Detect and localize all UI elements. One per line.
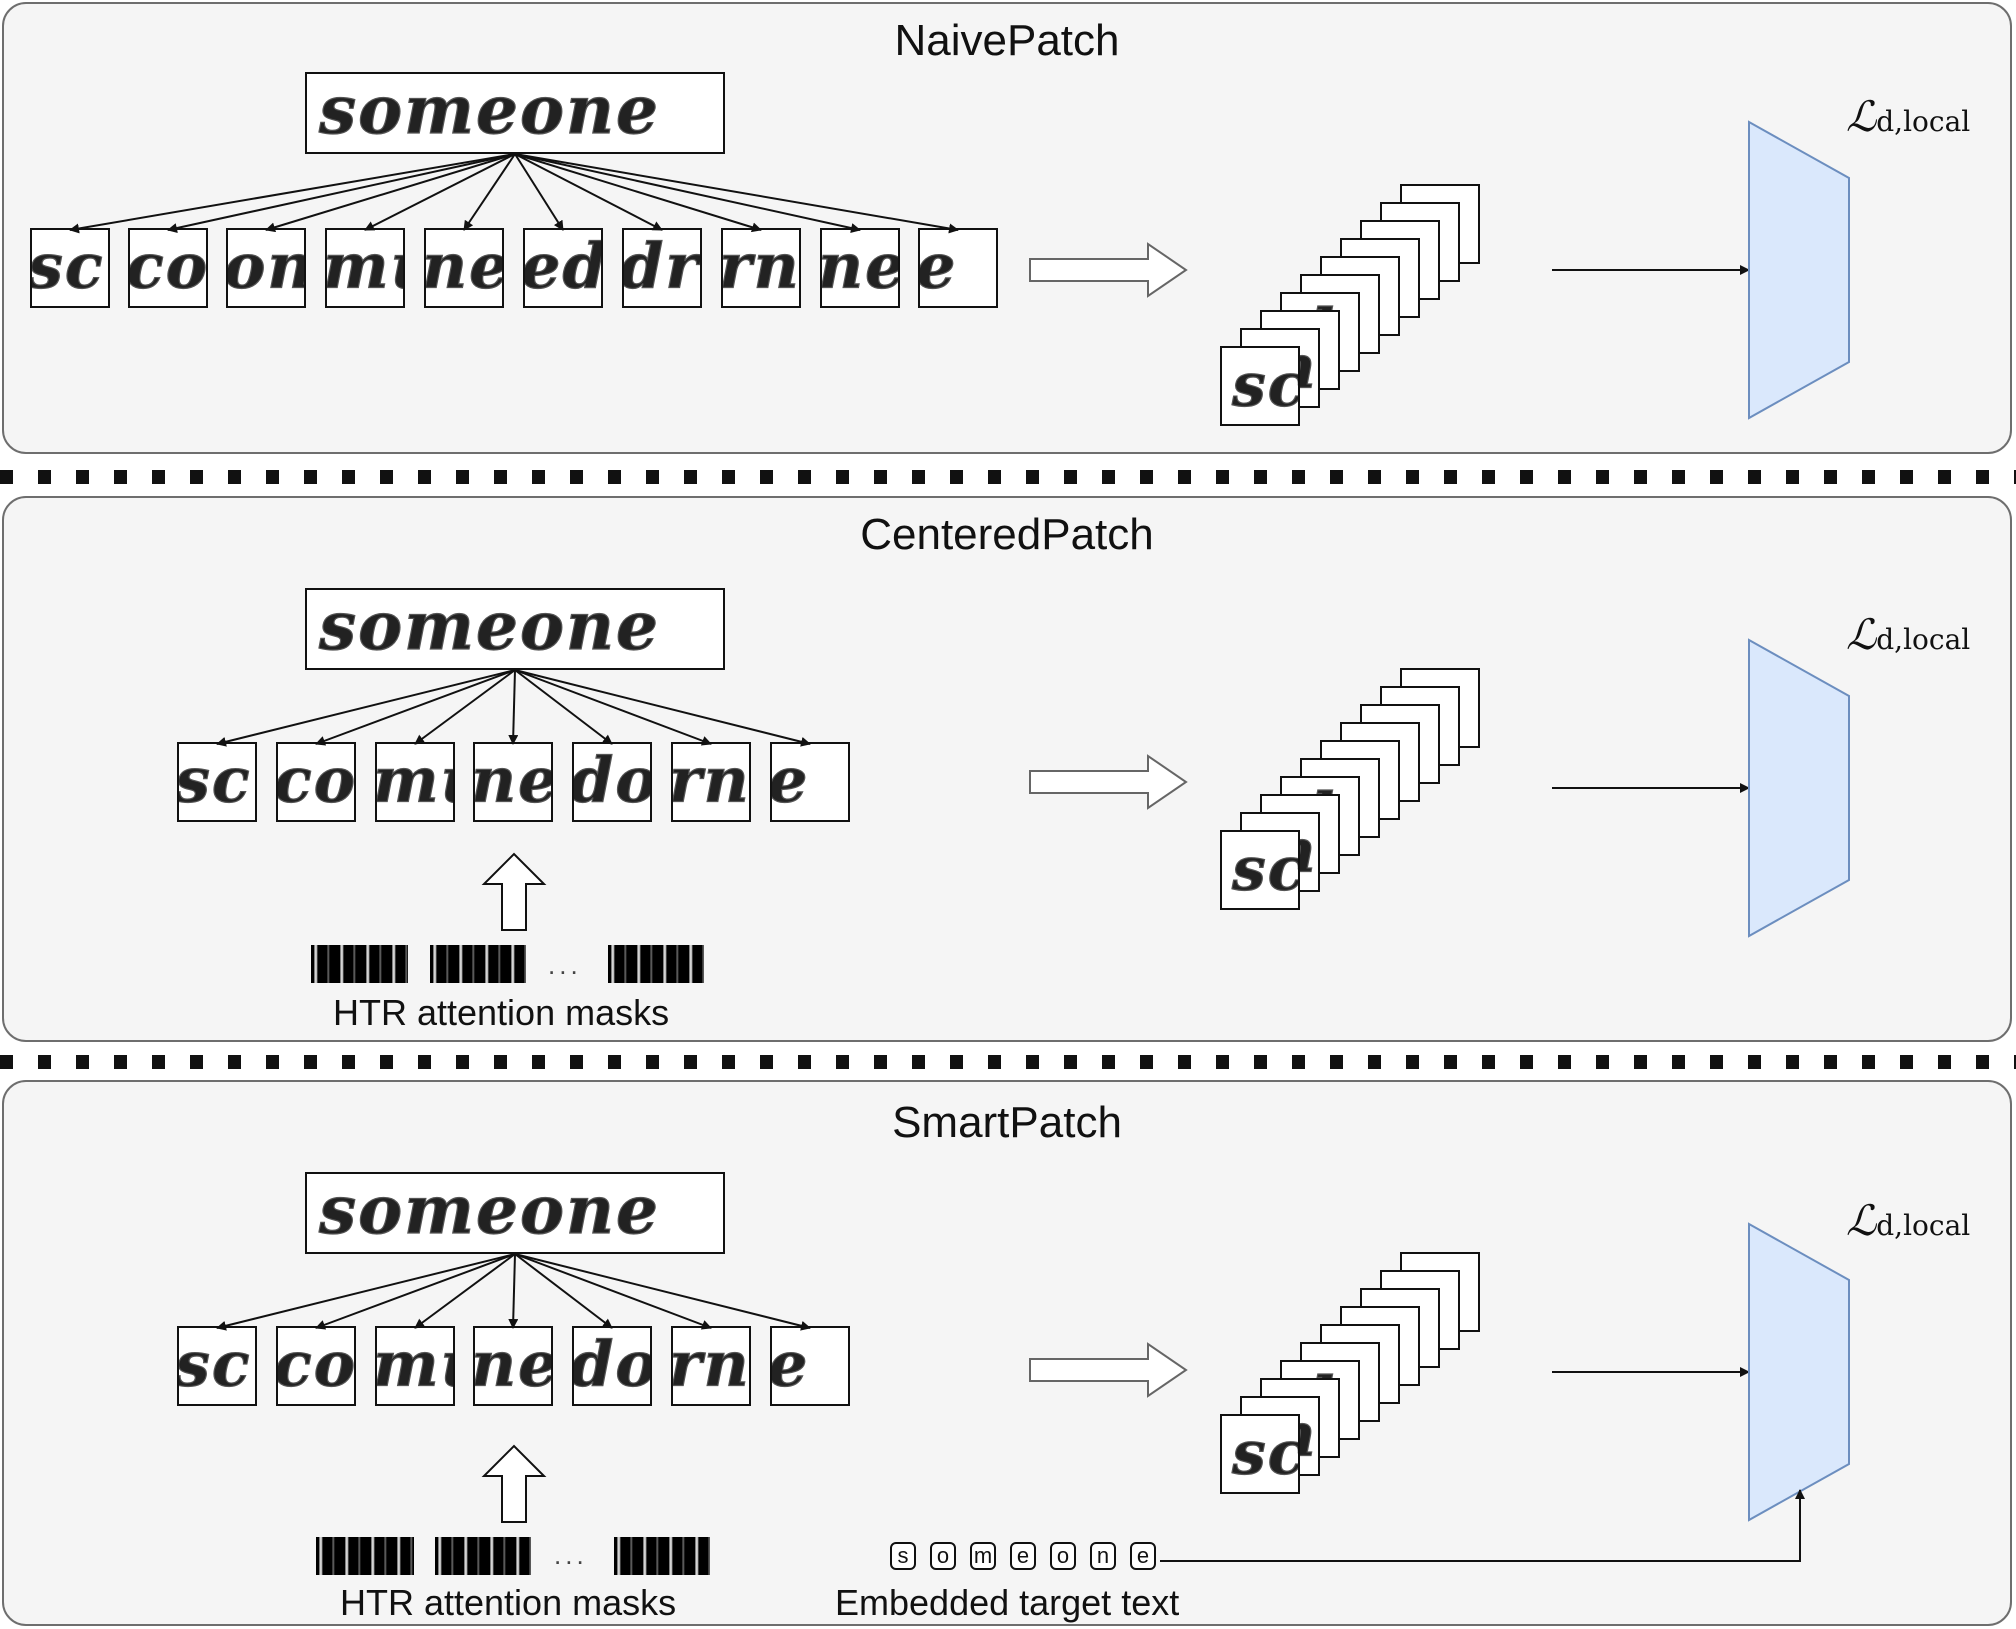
discriminator-label: P: [1788, 254, 1807, 285]
patch-image: co: [128, 228, 208, 308]
svg-text:sc: sc: [1231, 351, 1300, 421]
svg-text:sc: sc: [32, 230, 105, 303]
svg-text:sc: sc: [1231, 835, 1300, 905]
mask-caption: HTR attention masks: [333, 992, 670, 1033]
patch-image: do: [572, 1326, 652, 1406]
svg-text:e: e: [772, 1328, 809, 1401]
svg-text:someone: someone: [318, 590, 660, 665]
target-char: e: [1130, 1542, 1156, 1570]
svg-text:ne: ne: [475, 744, 553, 817]
panel-title: NaivePatch: [894, 16, 1120, 65]
separator-top: [0, 470, 2016, 484]
attention-mask: [311, 945, 408, 983]
svg-text:on: on: [228, 230, 306, 303]
svg-text:ne: ne: [426, 230, 504, 303]
patch-image: mu: [325, 228, 405, 308]
svg-text:ed: ed: [525, 230, 603, 303]
svg-text:ne: ne: [475, 1328, 553, 1401]
patch-image: ne: [424, 228, 504, 308]
patch-image: mu: [375, 1326, 455, 1406]
svg-text:co: co: [278, 1328, 356, 1401]
attention-mask: [435, 1537, 531, 1575]
patch-image: ne: [473, 742, 553, 822]
stacked-patch: sc: [1220, 1414, 1300, 1494]
patch-image: co: [276, 742, 356, 822]
svg-text:mu: mu: [377, 1328, 455, 1401]
discriminator-label: P: [1788, 1358, 1807, 1389]
svg-text:mu: mu: [377, 744, 455, 817]
svg-text:e: e: [772, 744, 809, 817]
svg-text:co: co: [130, 230, 208, 303]
patch-image: co: [276, 1326, 356, 1406]
patch-image: mu: [375, 742, 455, 822]
loss-label: ℒd,local: [1846, 610, 1971, 659]
patch-image: on: [226, 228, 306, 308]
attention-mask: [316, 1537, 414, 1575]
discriminator-label: P: [1788, 774, 1807, 805]
patch-image: sc: [177, 1326, 257, 1406]
patch-image: do: [572, 742, 652, 822]
target-char: o: [1050, 1542, 1076, 1570]
svg-text:sc: sc: [1231, 1419, 1300, 1489]
attention-mask: [614, 1537, 710, 1575]
patch-image: e: [918, 228, 998, 308]
patch-image: rn: [721, 228, 801, 308]
svg-text:sc: sc: [179, 744, 252, 817]
separator-bottom: [0, 1055, 2016, 1069]
target-char: o: [930, 1542, 956, 1570]
stacked-patch: sc: [1220, 346, 1300, 426]
patch-image: sc: [30, 228, 110, 308]
patch-image: ed: [523, 228, 603, 308]
target-char: s: [890, 1542, 916, 1570]
target-char: n: [1090, 1542, 1116, 1570]
svg-text:do: do: [574, 1328, 652, 1401]
handwritten-word-image: someone: [305, 1172, 725, 1254]
target-char: e: [1010, 1542, 1036, 1570]
mask-ellipsis: ...: [548, 950, 582, 980]
patch-image: ne: [820, 228, 900, 308]
stacked-patch: sc: [1220, 830, 1300, 910]
panel-title: CenteredPatch: [860, 510, 1154, 559]
patch-image: ne: [473, 1326, 553, 1406]
svg-text:dr: dr: [624, 230, 702, 303]
patch-image: rn: [671, 1326, 751, 1406]
target-char: m: [970, 1542, 996, 1570]
patch-image: rn: [671, 742, 751, 822]
handwritten-word-image: someone: [305, 72, 725, 154]
attention-mask: [430, 945, 526, 983]
svg-text:sc: sc: [179, 1328, 252, 1401]
patch-image: e: [770, 742, 850, 822]
patch-image: e: [770, 1326, 850, 1406]
svg-text:co: co: [278, 744, 356, 817]
loss-label: ℒd,local: [1846, 1196, 1971, 1245]
svg-text:rn: rn: [673, 744, 751, 817]
svg-text:ne: ne: [822, 230, 900, 303]
target-text-caption: Embedded target text: [835, 1582, 1180, 1623]
svg-text:someone: someone: [318, 74, 660, 149]
mask-caption: HTR attention masks: [340, 1582, 677, 1623]
patch-image: dr: [622, 228, 702, 308]
svg-text:someone: someone: [318, 1174, 660, 1249]
handwritten-word-image: someone: [305, 588, 725, 670]
svg-text:rn: rn: [673, 1328, 751, 1401]
loss-label: ℒd,local: [1846, 92, 1971, 141]
mask-ellipsis: ...: [554, 1540, 588, 1570]
svg-text:e: e: [920, 230, 957, 303]
panel-title: SmartPatch: [892, 1098, 1122, 1147]
svg-text:rn: rn: [723, 230, 801, 303]
svg-text:mu: mu: [327, 230, 405, 303]
attention-mask: [608, 945, 704, 983]
svg-text:do: do: [574, 744, 652, 817]
patch-image: sc: [177, 742, 257, 822]
